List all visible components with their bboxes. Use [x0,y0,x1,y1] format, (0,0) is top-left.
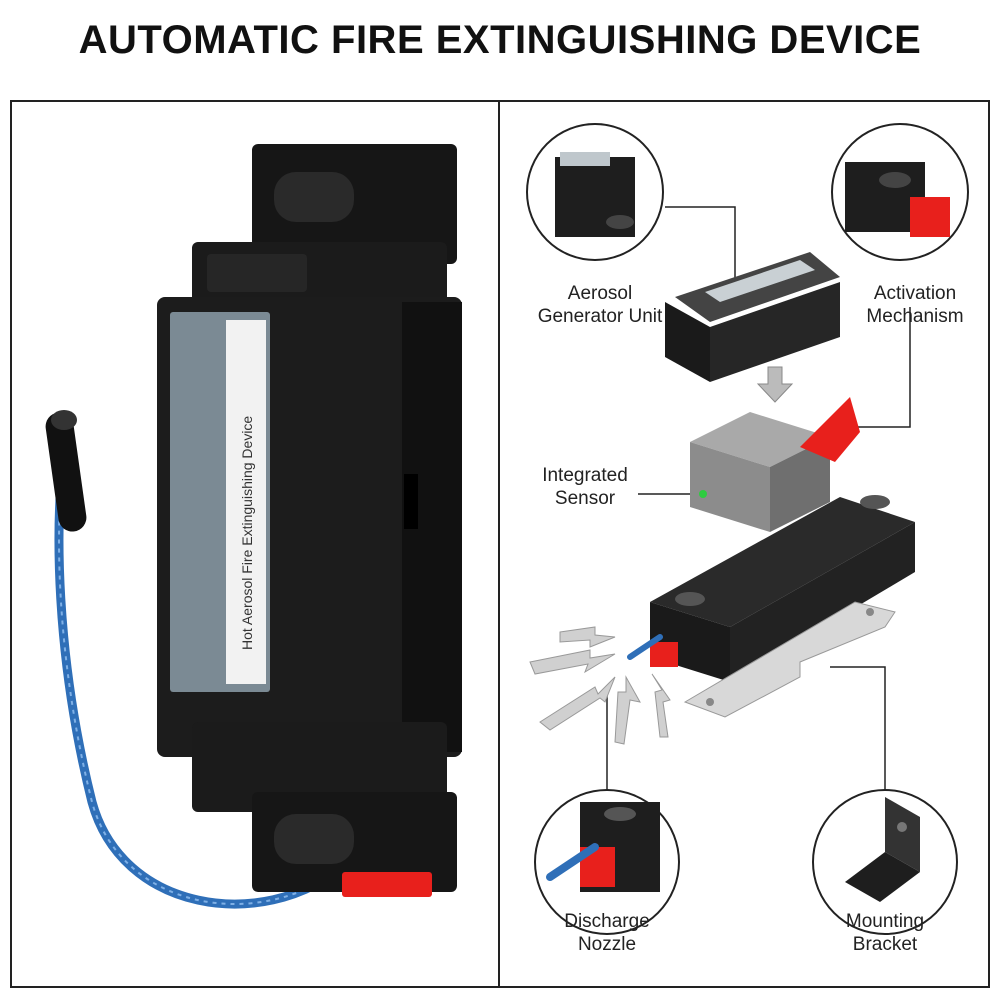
sensor-module-top [690,412,830,467]
zoom-activation-hole [879,172,911,188]
callout-sensor: Integrated Sensor [525,464,645,510]
callout-activation: Activation Mechanism [840,282,990,328]
zoom-bracket-wall [885,797,920,872]
callout-nozzle-line1: Discharge [564,911,650,932]
base-housing-side [730,522,915,682]
zoom-nozzle-hole [604,807,636,821]
spray-arrows [529,626,671,745]
base-hole-front [675,592,705,606]
callout-aerosol-line1: Aerosol [567,283,633,304]
callout-bracket: Mounting Bracket [815,910,955,956]
zoom-aerosol-label [560,152,610,166]
aerosol-unit-side [710,282,840,382]
sensor-tip [45,412,87,532]
callout-sensor-line2: Sensor [554,488,616,509]
leader-bracket [830,666,886,807]
base-hole-rear [860,495,890,509]
base-housing-top [650,497,915,627]
callout-aerosol: Aerosol Generator Unit [520,282,680,328]
exploded-diagram [526,123,969,935]
sensor-module-front [690,442,770,532]
callout-nozzle: Discharge Nozzle [537,910,677,956]
bottom-mounting-hole [274,814,354,864]
label-text: Hot Aerosol Fire Extinguishing Device [239,416,255,650]
side-slot [404,474,418,529]
callout-sensor-line1: Integrated [542,465,628,486]
zoom-activation-button [910,197,950,237]
zoom-bracket-hole [897,822,907,832]
callout-bracket-line2: Bracket [852,934,918,955]
top-mounting-hole [274,172,354,222]
leader-lines [606,206,911,807]
zoom-nozzle-tube [546,843,599,881]
leader-aerosol [665,206,736,282]
callout-bracket-line1: Mounting [845,911,925,932]
label-strip [226,320,266,684]
callout-aerosol-line2: Generator Unit [537,306,663,327]
leader-activation [840,307,911,428]
sensor-module-side [770,437,830,532]
callout-activation-line1: Activation [873,283,957,304]
bracket-hole-2 [866,608,874,616]
sensor-tip-cap [51,410,77,430]
red-trigger-button [342,872,432,897]
aerosol-unit-window [705,260,815,302]
base-red-nozzle [650,642,678,667]
nozzle-tube [627,634,663,660]
activation-lever [800,397,860,462]
cable-braid [58,431,343,905]
product-photo-panel: Hot Aerosol Fire Extinguishing Device [10,100,500,988]
exploded-diagram-panel: Aerosol Generator Unit Activation Mechan… [498,100,990,988]
bracket-hole-1 [706,698,714,706]
page-title: AUTOMATIC FIRE EXTINGUISHING DEVICE [78,18,922,62]
callout-nozzle-line2: Nozzle [577,934,637,955]
aerosol-unit-front [665,302,710,382]
housing-lower-step [192,722,447,812]
sensor-led [699,490,707,498]
mounting-bracket [683,601,896,718]
zoom-aerosol-hole [606,215,634,229]
arrow-down-1 [756,366,794,403]
middle-step-face [207,254,307,292]
callout-activation-line2: Mechanism [866,306,964,327]
zoom-bracket-base [845,852,920,902]
device-illustration: Hot Aerosol Fire Extinguishing Device [45,144,462,909]
